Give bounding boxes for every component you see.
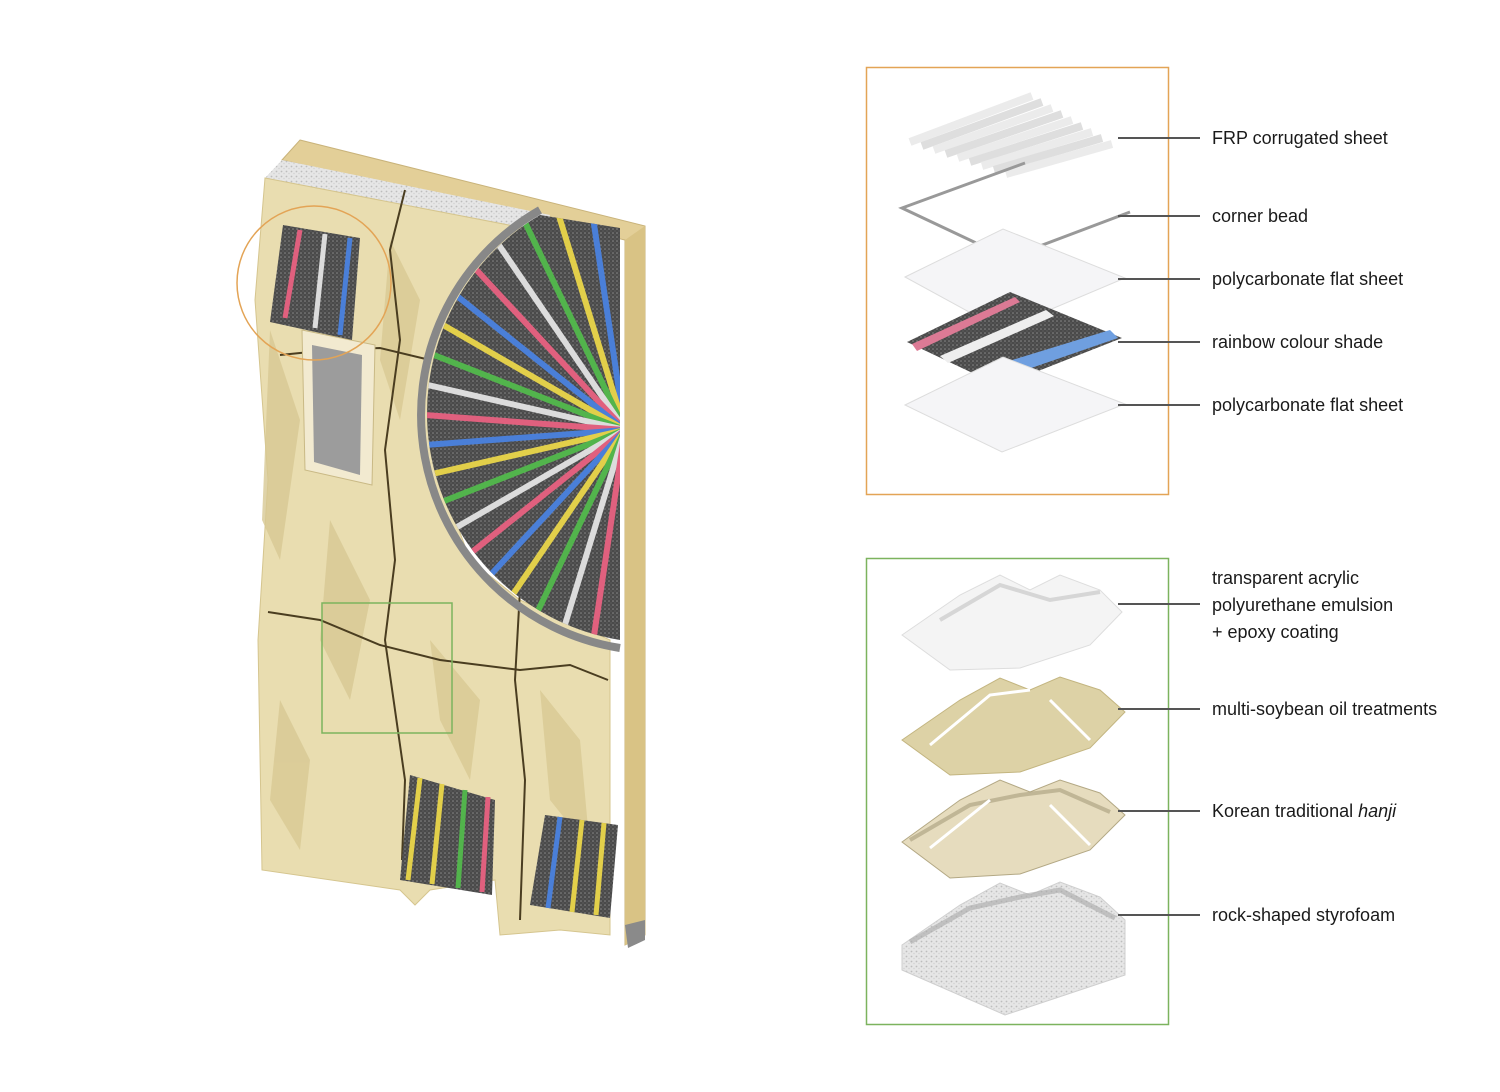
rock-leader-lines bbox=[1118, 603, 1200, 916]
corrugation-ridge bbox=[944, 110, 1064, 158]
detail-square-marker bbox=[321, 602, 453, 734]
label-styrofoam: rock-shaped styrofoam bbox=[1212, 905, 1396, 925]
rainbow-shade-sheet bbox=[907, 292, 1122, 386]
frp-detail-frame bbox=[865, 66, 1170, 496]
acrylic-folds bbox=[938, 582, 1101, 622]
styrofoam-layer bbox=[901, 881, 1126, 1016]
shade-white-stripe bbox=[940, 310, 1054, 363]
frp-leader-lines bbox=[1118, 137, 1200, 406]
corrugation-ridge bbox=[956, 116, 1074, 162]
rock-folds bbox=[262, 240, 590, 850]
fan-stripe bbox=[476, 215, 620, 432]
hanji-layer bbox=[901, 779, 1126, 879]
rock-detail-frame bbox=[865, 557, 1170, 1026]
frp-corrugated-sheet bbox=[908, 92, 1114, 178]
corner-bead bbox=[898, 161, 1131, 260]
polycarbonate-sheet-2 bbox=[903, 356, 1127, 453]
corrugation-ridge bbox=[1004, 140, 1114, 178]
styrofoam-top-edge bbox=[265, 160, 550, 232]
lower-shade-left bbox=[400, 775, 495, 895]
label-acrylic-coating: transparent acrylic polyurethane emulsio… bbox=[1212, 565, 1393, 646]
hanji-cracks bbox=[929, 798, 1092, 850]
label-hanji-italic: hanji bbox=[1358, 801, 1397, 821]
label-line: polyurethane emulsion bbox=[1212, 595, 1394, 615]
corrugation-ridge bbox=[908, 92, 1034, 146]
detail-circle-marker bbox=[236, 205, 392, 361]
label-rainbow-colour-shade: rainbow colour shade bbox=[1212, 332, 1384, 352]
bottom-bracket bbox=[625, 920, 645, 948]
fan-stripe bbox=[509, 215, 620, 432]
wall-illustration bbox=[236, 139, 646, 948]
label-polycarbonate-flat-sheet-2: polycarbonate flat sheet bbox=[1212, 395, 1404, 415]
fan-stripe bbox=[427, 332, 620, 433]
label-polycarbonate-flat-sheet-1: polycarbonate flat sheet bbox=[1212, 269, 1404, 289]
fan-stripe bbox=[427, 427, 620, 528]
shade-frame-arc bbox=[417, 206, 621, 652]
upper-shade bbox=[270, 225, 360, 340]
corrugation-ridge bbox=[920, 98, 1044, 150]
corrugation-ridge bbox=[980, 128, 1094, 170]
label-hanji: Korean traditional hanji bbox=[1212, 798, 1396, 825]
fan-stripe bbox=[583, 429, 620, 640]
soybean-oil-layer bbox=[901, 676, 1126, 776]
lower-left-stripes bbox=[405, 777, 491, 893]
fan-stripe bbox=[427, 369, 620, 433]
fan-stripe bbox=[427, 427, 620, 453]
label-frp-corrugated-sheet: FRP corrugated sheet bbox=[1212, 128, 1388, 148]
fan-stripe bbox=[545, 215, 620, 431]
lower-right-stripes bbox=[545, 816, 607, 916]
upper-shade-stripes bbox=[282, 229, 353, 336]
hanji-folds bbox=[908, 787, 1111, 842]
soybean-cracks bbox=[929, 688, 1092, 747]
fan-stripe bbox=[427, 427, 620, 491]
corrugation-ridge bbox=[932, 104, 1054, 154]
label-line: transparent acrylic bbox=[1212, 568, 1360, 588]
styrofoam-folds bbox=[908, 887, 1117, 945]
label-soybean-oil: multi-soybean oil treatments bbox=[1212, 699, 1438, 719]
fan-stripes bbox=[427, 215, 620, 640]
label-hanji-text: Korean traditional bbox=[1212, 801, 1359, 821]
window-glass bbox=[312, 345, 362, 475]
fan-stripe bbox=[427, 407, 620, 433]
rock-layers bbox=[901, 574, 1126, 1016]
fan-stripe bbox=[445, 237, 620, 433]
wood-side bbox=[625, 226, 645, 945]
label-line: + epoxy coating bbox=[1212, 622, 1339, 642]
label-corner-bead: corner bead bbox=[1212, 206, 1309, 226]
frp-layers bbox=[898, 92, 1131, 453]
corrugation-ridge bbox=[968, 122, 1084, 166]
corrugation-ridge bbox=[992, 134, 1104, 174]
shade-pink-stripe bbox=[912, 297, 1020, 351]
